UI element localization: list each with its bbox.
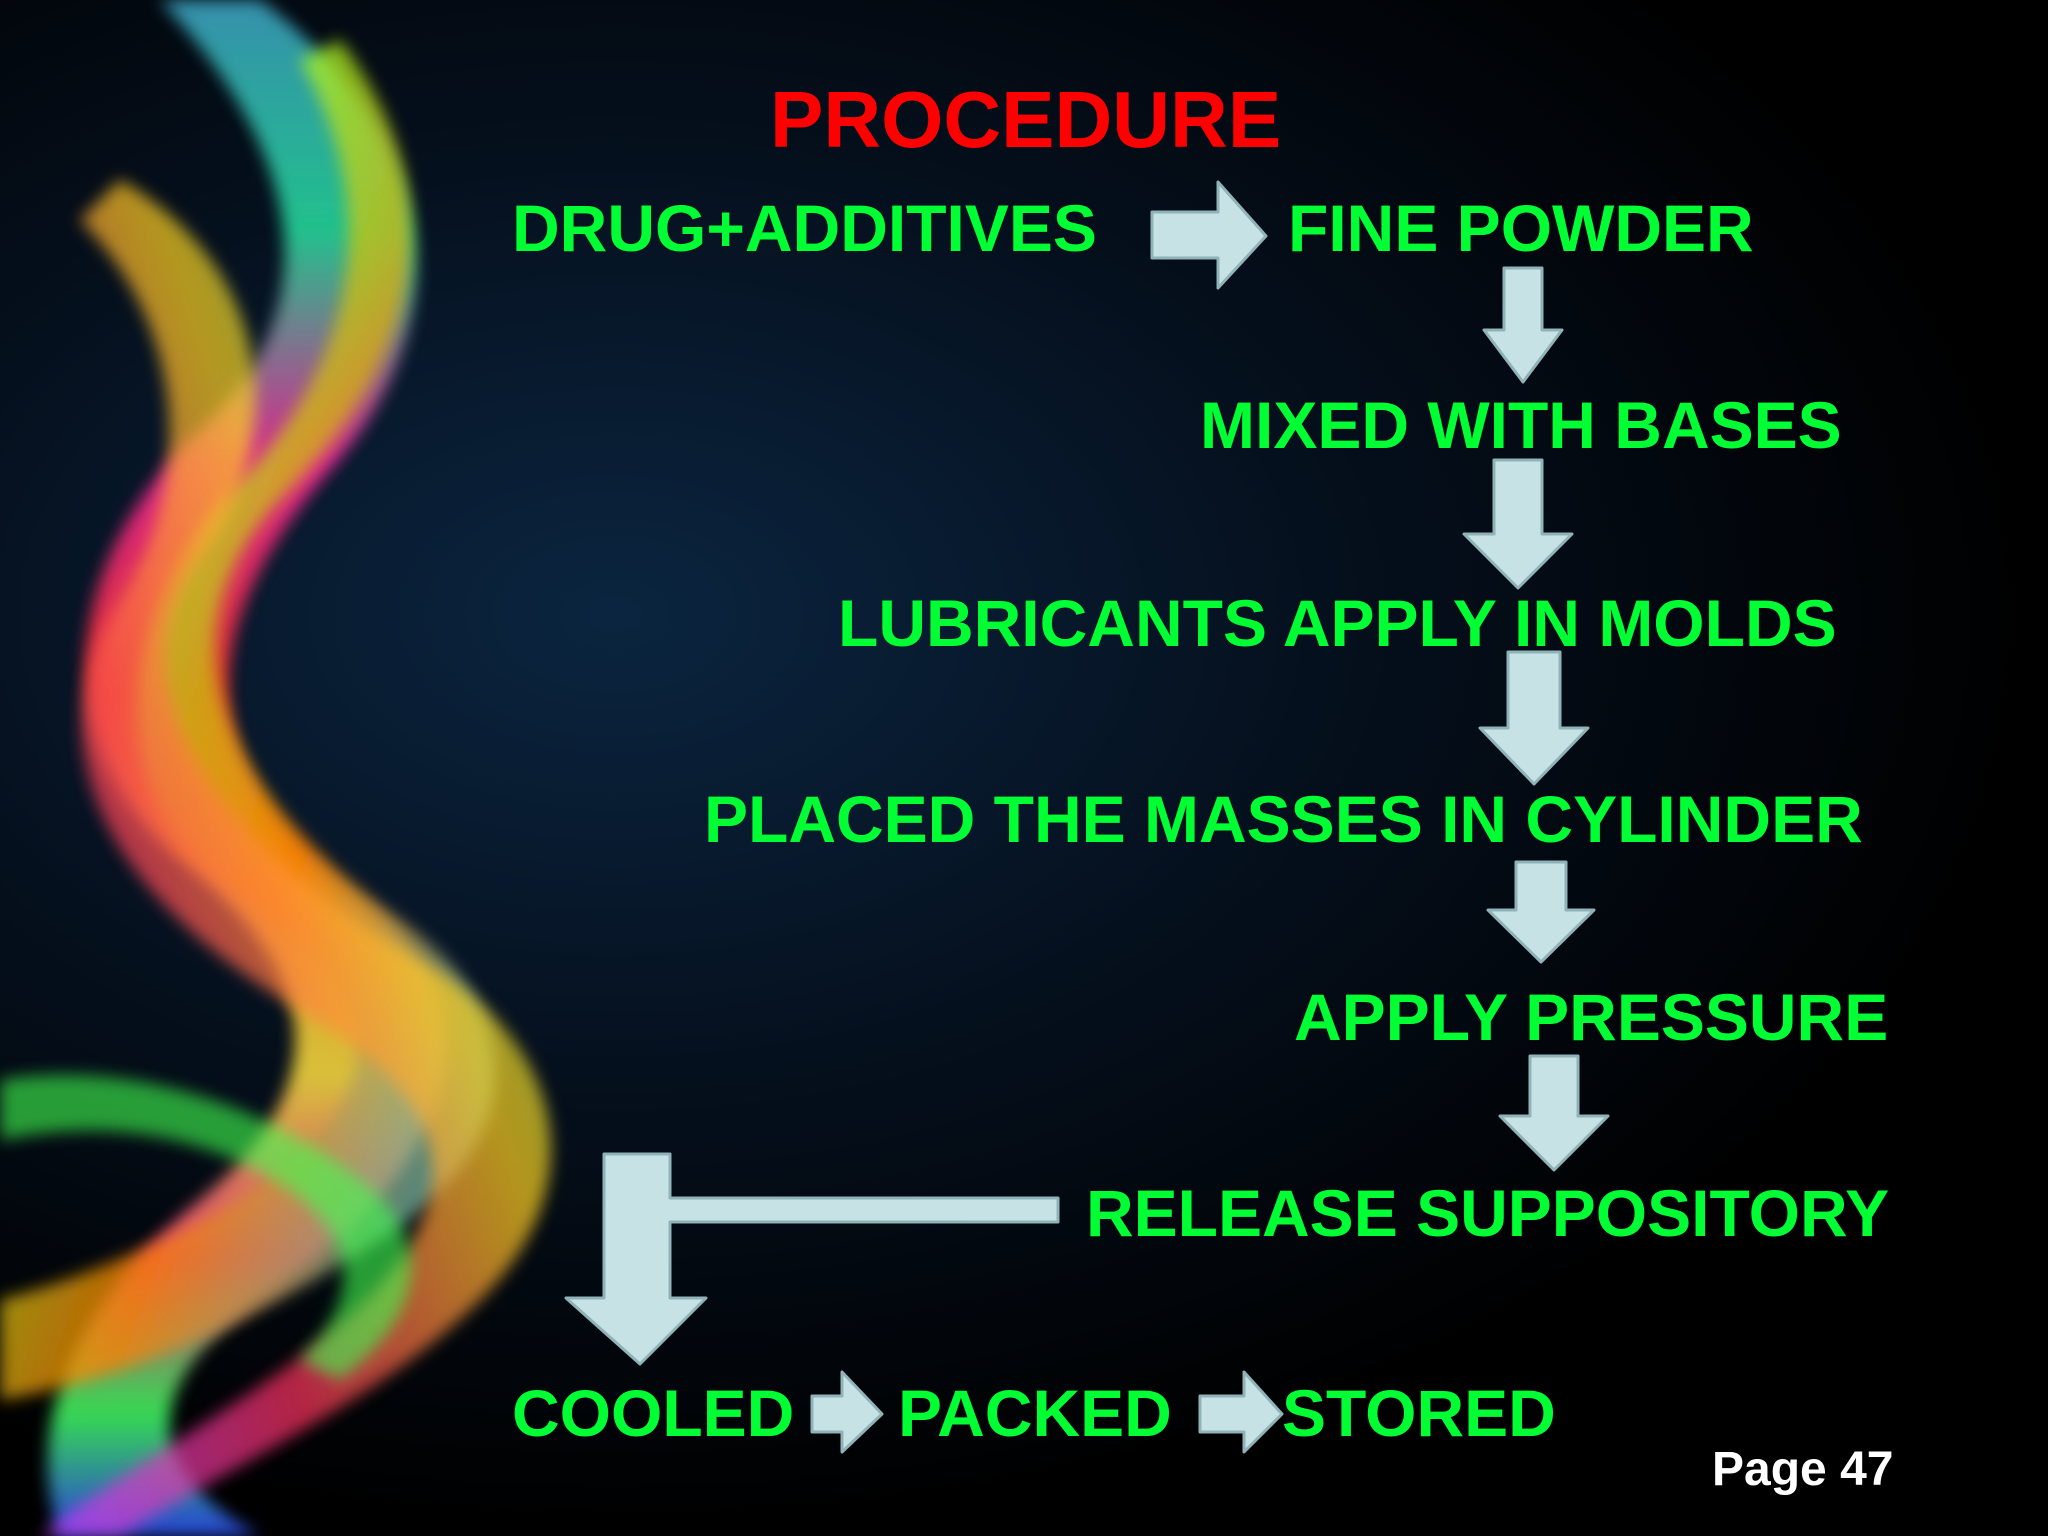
step-drug-additives: DRUG+ADDITIVES	[512, 191, 1097, 265]
step-stored: STORED	[1282, 1376, 1556, 1450]
arrow-right-drug-to-powder	[1150, 180, 1268, 290]
arrow-down-placed-to-pressure	[1486, 860, 1596, 964]
step-placed-masses-in-cylinder: PLACED THE MASSES IN CYLINDER	[704, 782, 1863, 856]
arrow-down-mixed-to-lubricants	[1462, 458, 1574, 590]
decorative-swirl-graphic	[0, 0, 552, 1536]
arrow-down-pressure-to-release	[1498, 1054, 1610, 1172]
arrow-elbow-release-to-cooled	[564, 1152, 1060, 1366]
slide-title: PROCEDURE	[770, 75, 1282, 164]
step-release-suppository: RELEASE SUPPOSITORY	[1086, 1176, 1890, 1250]
step-fine-powder: FINE POWDER	[1288, 191, 1754, 265]
arrow-right-cooled-to-packed	[810, 1370, 884, 1454]
step-mixed-with-bases: MIXED WITH BASES	[1200, 388, 1842, 462]
step-packed: PACKED	[898, 1376, 1172, 1450]
step-lubricants-apply-in-molds: LUBRICANTS APPLY IN MOLDS	[838, 586, 1837, 660]
page-number: Page 47	[1712, 1443, 1894, 1496]
arrow-down-lubricants-to-placed	[1478, 650, 1590, 786]
step-cooled: COOLED	[512, 1376, 795, 1450]
arrow-down-powder-to-mixed	[1482, 266, 1564, 384]
arrow-right-packed-to-stored	[1198, 1370, 1284, 1454]
step-apply-pressure: APPLY PRESSURE	[1294, 980, 1889, 1054]
